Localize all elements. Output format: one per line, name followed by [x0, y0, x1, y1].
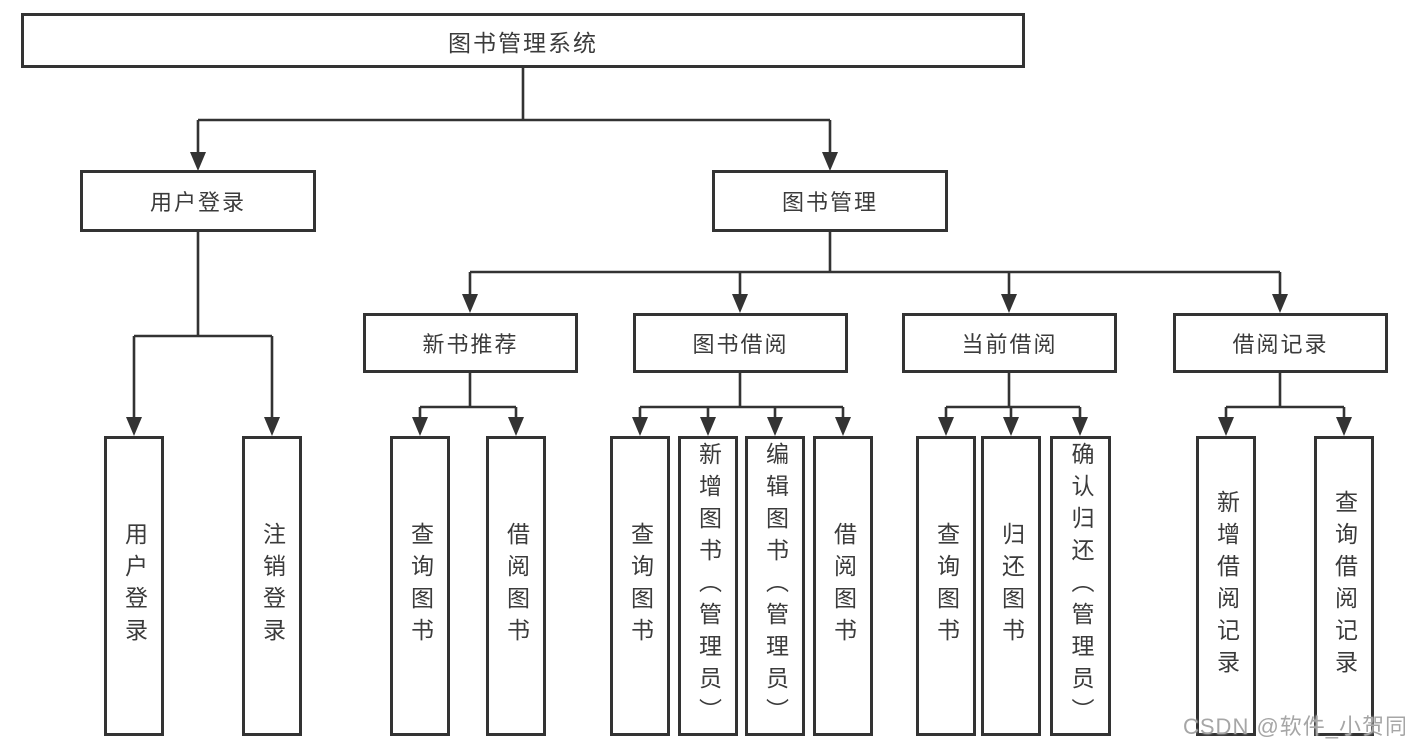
- node-book-management-label: 图书管理: [781, 190, 878, 215]
- leaf-borrow-books-2: 借阅图书: [813, 436, 873, 736]
- leaf-query-books-3: 查询图书: [916, 436, 976, 736]
- leaf-confirm-return-admin-label: 确认归还（管理员）: [1068, 442, 1094, 730]
- node-book-borrowing-label: 图书借阅: [692, 332, 789, 357]
- leaf-query-books-1-label: 查询图书: [407, 522, 434, 650]
- leaf-edit-books-admin: 编辑图书（管理员）: [745, 436, 805, 736]
- leaf-query-books-2: 查询图书: [610, 436, 670, 736]
- leaf-return-books: 归还图书: [981, 436, 1041, 736]
- node-user-login-label: 用户登录: [149, 190, 246, 215]
- connector-shafts: [132, 68, 1346, 421]
- node-borrowing-records-label: 借阅记录: [1232, 332, 1329, 357]
- leaf-user-login: 用户登录: [104, 436, 164, 736]
- leaf-query-borrow-record-label: 查询借阅记录: [1331, 490, 1358, 682]
- node-new-book-recommend-label: 新书推荐: [422, 332, 519, 357]
- arrowheads: [126, 152, 1352, 436]
- leaf-query-borrow-record: 查询借阅记录: [1314, 436, 1374, 736]
- node-root: 图书管理系统: [21, 13, 1025, 68]
- leaf-borrow-books-1-label: 借阅图书: [503, 522, 530, 650]
- leaf-return-books-label: 归还图书: [998, 522, 1025, 650]
- node-book-borrowing: 图书借阅: [633, 313, 848, 373]
- csdn-watermark: CSDN @软件_小贺同学: [1183, 714, 1405, 739]
- leaf-query-books-1: 查询图书: [390, 436, 450, 736]
- leaf-confirm-return-admin: 确认归还（管理员）: [1050, 436, 1111, 736]
- leaf-add-books-admin: 新增图书（管理员）: [678, 436, 738, 736]
- leaf-query-books-3-label: 查询图书: [933, 522, 960, 650]
- node-root-label: 图书管理系统: [448, 29, 598, 56]
- leaf-add-borrow-record: 新增借阅记录: [1196, 436, 1256, 736]
- leaf-logout-label: 注销登录: [259, 522, 286, 650]
- node-current-borrowing-label: 当前借阅: [961, 332, 1058, 357]
- leaf-edit-books-admin-label: 编辑图书（管理员）: [762, 442, 789, 730]
- node-current-borrowing: 当前借阅: [902, 313, 1117, 373]
- leaf-borrow-books-1: 借阅图书: [486, 436, 546, 736]
- node-book-management: 图书管理: [712, 170, 948, 232]
- leaf-add-borrow-record-label: 新增借阅记录: [1213, 490, 1240, 682]
- leaf-borrow-books-2-label: 借阅图书: [830, 522, 857, 650]
- leaf-logout: 注销登录: [242, 436, 302, 736]
- node-user-login: 用户登录: [80, 170, 316, 232]
- leaf-add-books-admin-label: 新增图书（管理员）: [695, 442, 722, 730]
- node-borrowing-records: 借阅记录: [1173, 313, 1388, 373]
- node-new-book-recommend: 新书推荐: [363, 313, 578, 373]
- leaf-user-login-label: 用户登录: [121, 522, 148, 650]
- leaf-query-books-2-label: 查询图书: [627, 522, 654, 650]
